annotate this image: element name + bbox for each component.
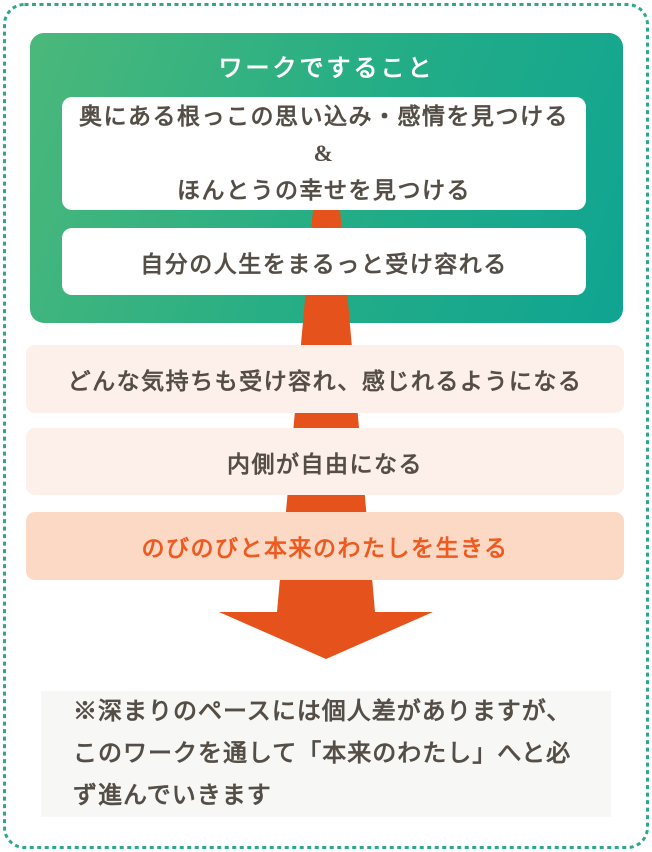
- work-card-ampersand: &: [313, 141, 335, 166]
- diagram-title: ワークですること: [218, 56, 435, 82]
- flow-step-label: 内側が自由になる: [227, 451, 423, 477]
- flow-step-live-true-self: のびのびと本来のわたしを生きる: [26, 512, 624, 580]
- work-card-find-root: 奥にある根っこの思い込み・感情を見つける & ほんとうの幸せを見つける: [62, 97, 586, 210]
- note-box: ※深まりのペースには個人差がありますが、 このワークを通して「本来のわたし」へと…: [41, 691, 611, 817]
- work-card-line: ほんとうの幸せを見つける: [177, 178, 471, 203]
- note-line: ず進んでいきます: [73, 783, 272, 809]
- work-card-accept-life: 自分の人生をまるっと受け容れる: [62, 228, 586, 295]
- flow-step-accept-feelings: どんな気持ちも受け容れ、感じれるようになる: [26, 345, 624, 413]
- note-line: ※深まりのペースには個人差がありますが、: [73, 699, 572, 725]
- flow-step-inner-freedom: 内側が自由になる: [26, 428, 624, 495]
- work-card-line: 自分の人生をまるっと受け容れる: [140, 251, 508, 277]
- note-line: このワークを通して「本来のわたし」へと必: [73, 741, 572, 767]
- flow-step-label-emphasis: のびのびと本来のわたしを生きる: [141, 536, 509, 561]
- flow-step-label: どんな気持ちも受け容れ、感じれるようになる: [67, 369, 583, 394]
- work-card-line: 奥にある根っこの思い込み・感情を見つける: [79, 104, 569, 129]
